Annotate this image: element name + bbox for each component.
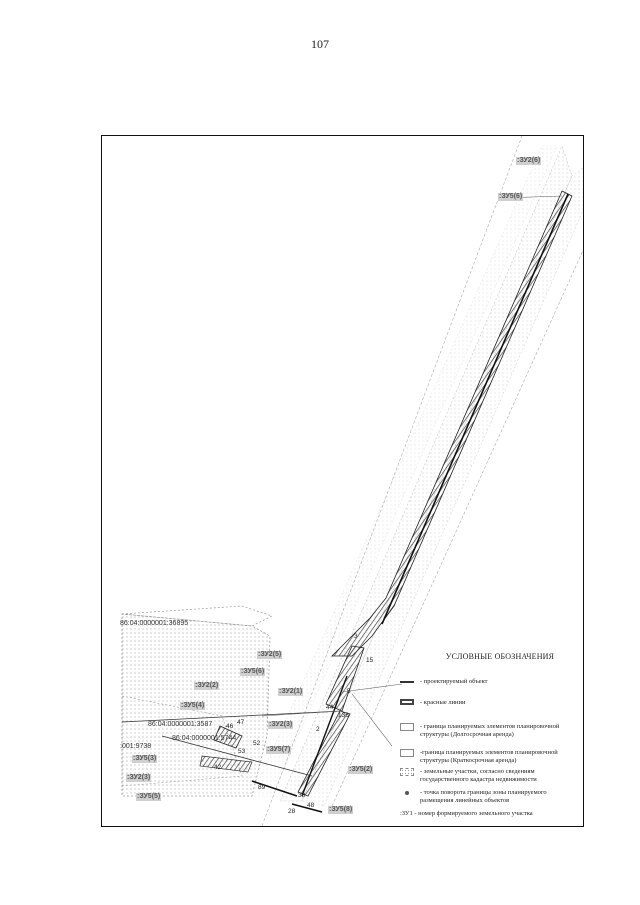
point-number: 15 — [366, 657, 374, 664]
zone-label: :ЗУ5(8) — [328, 806, 354, 815]
zone-label: :ЗУ2(1) — [278, 688, 304, 697]
zone-label: :ЗУ5(2) — [348, 766, 374, 775]
zone-label: :ЗУ2(6) — [516, 157, 542, 166]
point-number: 2 — [316, 726, 320, 733]
cadastral-number: 86:04:0000001:36895 — [120, 620, 189, 627]
line-swatch — [400, 681, 414, 683]
point-number: 89 — [258, 784, 266, 791]
point-number: 44 — [326, 704, 334, 711]
red-line-swatch — [400, 699, 414, 705]
map-frame: :ЗУ2(6) :ЗУ5(6) :ЗУ2(5) :ЗУ5(6) :ЗУ2(2) … — [101, 135, 584, 827]
point-number: 52 — [253, 740, 261, 747]
zone-label: :ЗУ2(5) — [257, 651, 283, 660]
cadastral-number: 86:04:0000001:5744 — [172, 735, 237, 742]
boundary-swatch — [400, 749, 414, 757]
point-number: 46 — [226, 723, 234, 730]
cadastral-number: :001:9738 — [120, 743, 152, 750]
map-drawing — [121, 136, 583, 826]
legend-item: -граница планируемых элементов планирово… — [400, 749, 580, 765]
zone-label: :ЗУ5(7) — [266, 746, 292, 755]
cadastral-number: 86:04:0000001:3587 — [148, 721, 213, 728]
zone-label: :ЗУ5(3) — [132, 755, 158, 764]
page-number: 107 — [311, 37, 329, 51]
legend-item: - красные линии — [400, 699, 580, 707]
boundary-swatch — [400, 723, 414, 731]
point-number: 42 — [214, 764, 222, 771]
legend-item: - граница планируемых элементов планиров… — [400, 723, 580, 739]
parcel-swatch — [400, 768, 414, 776]
legend-item: :ЗУ1 - номер формируемого земельного уча… — [400, 810, 533, 817]
zone-label: :ЗУ2(3) — [268, 721, 294, 730]
point-swatch — [400, 789, 414, 797]
point-number: 28 — [288, 808, 296, 815]
planned-object — [121, 190, 573, 813]
legend: УСЛОВНЫЕ ОБОЗНАЧЕНИЯ - проектируемый объ… — [400, 652, 582, 817]
point-number: 53 — [238, 748, 246, 755]
point-number: 38 — [298, 792, 306, 799]
point-number: 5 — [347, 688, 351, 695]
zone-label: :ЗУ5(5) — [136, 793, 162, 802]
legend-item: - земельные участки, согласно сведениям … — [400, 768, 580, 784]
zone-label: :ЗУ5(6) — [240, 668, 266, 677]
point-number: 47 — [237, 719, 245, 726]
zone-label: :ЗУ5(4) — [180, 702, 206, 711]
legend-title: УСЛОВНЫЕ ОБОЗНАЧЕНИЯ — [445, 652, 555, 661]
point-number: 136 — [338, 712, 349, 719]
legend-item: - точка поворота границы зоны планируемо… — [400, 789, 580, 805]
zone-label: :ЗУ2(2) — [194, 682, 220, 691]
point-number: 48 — [307, 802, 315, 809]
point-number: 3 — [354, 633, 358, 640]
zone-label: :ЗУ5(6) — [498, 193, 524, 202]
zone-label: :ЗУ2(3) — [126, 774, 152, 783]
legend-item: - проектируемый объект — [400, 678, 580, 686]
